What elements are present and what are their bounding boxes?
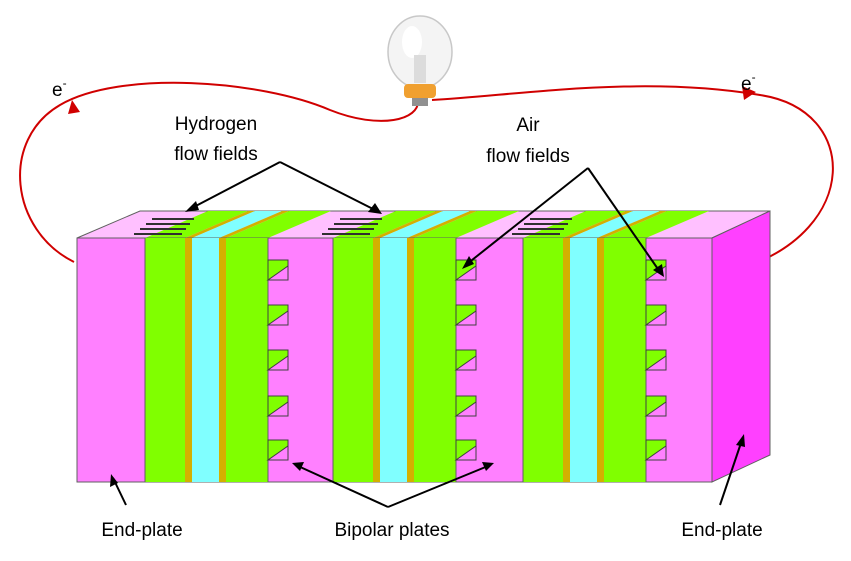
air-channels — [266, 259, 667, 461]
air-channel-shadow — [266, 310, 289, 326]
endplate-label-right: End-plate — [681, 520, 762, 541]
air-channel-shadow — [266, 265, 289, 281]
arrowhead-left-icon — [68, 100, 80, 114]
light-bulb-icon — [387, 15, 453, 106]
circuit-wire-left — [19, 81, 420, 263]
hydrogen-grooves — [134, 218, 572, 235]
air-label-line2: flow fields — [486, 146, 569, 167]
air-channel-shadow — [644, 310, 667, 326]
hydrogen-label-line1: Hydrogen — [175, 114, 257, 135]
electron-label-right: e- — [741, 70, 756, 95]
air-label-line1: Air — [516, 115, 540, 136]
air-channel-shadow — [454, 355, 477, 371]
endplate-label-left: End-plate — [101, 520, 182, 541]
arrowhead-right-icon — [742, 86, 756, 100]
air-channel-shadow — [454, 445, 477, 461]
air-channel-shadow — [266, 445, 289, 461]
hydrogen-label-line2: flow fields — [174, 144, 257, 165]
air-channel-shadow — [644, 355, 667, 371]
air-channel-shadow — [454, 310, 477, 326]
electron-label-left: e- — [52, 76, 67, 101]
bipolar-plates-label: Bipolar plates — [334, 520, 449, 541]
air-channel-shadow — [454, 401, 477, 417]
stack-front-face — [76, 237, 713, 483]
top-strips — [145, 211, 709, 238]
leader-arrowheads — [110, 201, 745, 487]
air-channel-shadow — [644, 445, 667, 461]
leader-arrows — [112, 161, 743, 508]
circuit-wire-right — [431, 85, 834, 269]
air-channel-shadow — [266, 401, 289, 417]
air-channel-shadow — [266, 355, 289, 371]
air-channel-shadow — [644, 401, 667, 417]
air-channel-shadow — [454, 265, 477, 281]
